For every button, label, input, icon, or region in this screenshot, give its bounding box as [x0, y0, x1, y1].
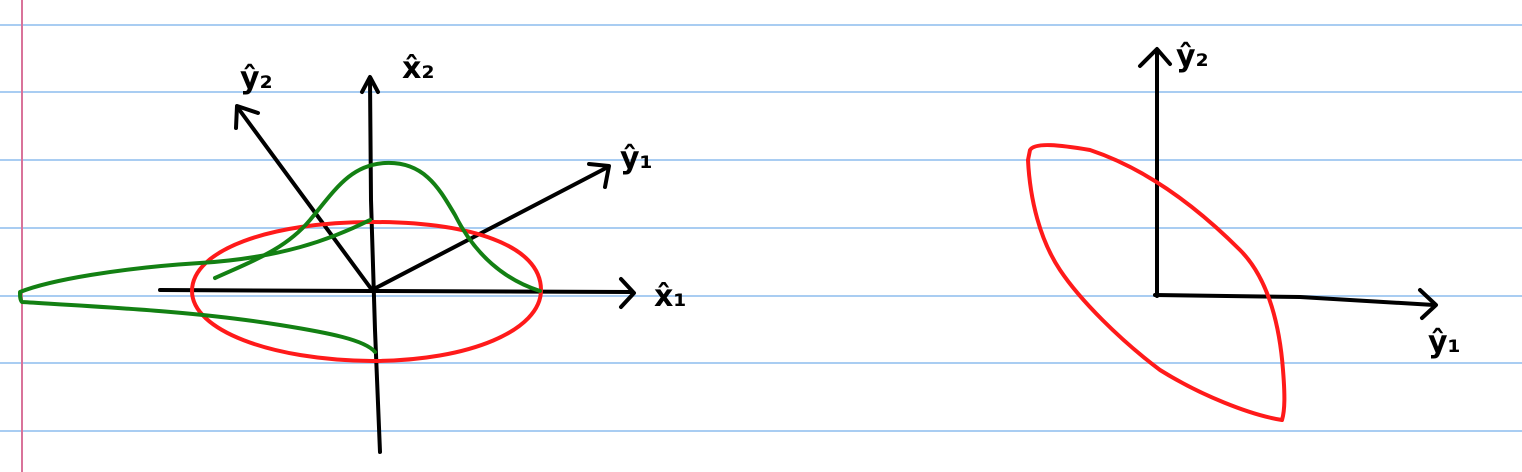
green-tail-curve: [18, 218, 377, 354]
green-curve: [213, 160, 542, 293]
ruled-lines: [0, 24, 1522, 432]
y1-arrowhead-icon: [587, 162, 611, 189]
y2-axis: [236, 106, 374, 292]
y2-hat-label: ŷ₂: [240, 61, 273, 96]
right-y2-hat-label: ŷ₂: [1176, 39, 1209, 74]
x2-axis: [368, 78, 382, 454]
x2-hat-label: x̂₂: [402, 51, 435, 86]
red-ellipse: [190, 220, 543, 363]
x2-arrowhead-icon: [360, 75, 380, 94]
right-y1-axis: [1153, 293, 1436, 307]
x1-hat-label: x̂₁: [654, 279, 687, 314]
red-lens: [1026, 143, 1287, 422]
right-y1-hat-label: ŷ₁: [1428, 325, 1461, 360]
x1-axis: [158, 288, 634, 294]
y2-arrowhead-icon: [234, 104, 260, 130]
y1-axis: [370, 165, 610, 292]
x1-arrowhead-icon: [619, 277, 636, 309]
right-y2-arrowhead-icon: [1138, 47, 1172, 68]
y1-hat-label: ŷ₁: [620, 141, 653, 176]
right-y1-arrowhead-icon: [1418, 288, 1438, 320]
left-diagram: x̂₁ x̂₂ ŷ₁ ŷ₂: [18, 51, 687, 454]
right-diagram: ŷ₁ ŷ₂: [1026, 39, 1461, 422]
